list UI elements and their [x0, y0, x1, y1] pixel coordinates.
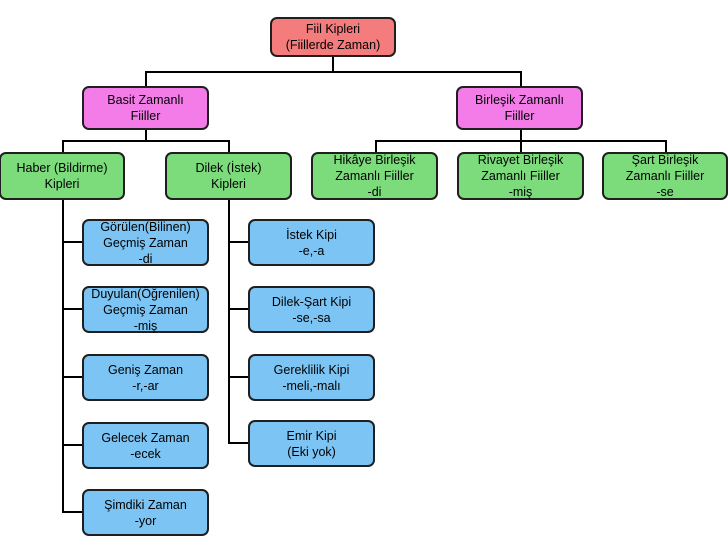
node-label-line1: Şimdiki Zaman [104, 497, 187, 512]
node-label-line3: -di [367, 185, 382, 199]
node-label-line2: Zamanlı Fiiller [625, 169, 705, 183]
node-genis-zaman: Geniş Zaman -r,-ar [82, 354, 209, 401]
node-label-line1: Hikâye Birleşik [333, 153, 416, 167]
connector-line [228, 241, 248, 243]
node-gelecek-zaman: Gelecek Zaman -ecek [82, 422, 209, 469]
node-label-line1: İstek Kipi [286, 227, 337, 242]
node-label-line2: Zamanlı Fiiller [335, 169, 414, 183]
node-sart-birlesik: Şart Birleşik Zamanlı Fiiller -se [602, 152, 728, 200]
connector-line [62, 511, 82, 513]
node-rivayet-birlesik: Rivayet Birleşik Zamanlı Fiiller -miş [457, 152, 584, 200]
node-label-line2: -meli,-malı [282, 378, 341, 393]
node-label-line1: Fiil Kipleri [305, 22, 361, 36]
node-dilek-sart-kipi: Dilek-Şart Kipi -se,-sa [248, 286, 375, 333]
node-basit-zamanli-fiiller: Basit Zamanlı Fiiller [82, 86, 209, 130]
connector-line [62, 376, 82, 378]
node-label-line1: Emir Kipi [286, 428, 337, 443]
connector-line [62, 444, 82, 446]
node-label-line1: Dilek (İstek) [195, 161, 262, 175]
connector-line [228, 308, 248, 310]
node-label-line2: Kipleri [44, 177, 80, 191]
node-label-line1: Duyulan(Öğrenilen) [91, 286, 200, 301]
connector-line [62, 308, 82, 310]
connector-line [62, 140, 230, 142]
connector-line [520, 71, 522, 87]
node-label-line1: Basit Zamanlı [107, 93, 184, 107]
node-duyulan-gecmis-zaman: Duyulan(Öğrenilen) Geçmiş Zaman -miş [82, 286, 209, 333]
node-label-line1: Rivayet Birleşik [477, 153, 564, 167]
connector-line [145, 71, 522, 73]
node-label-line1: Dilek-Şart Kipi [271, 294, 352, 309]
connector-line [228, 140, 230, 153]
node-dilek-kipleri: Dilek (İstek) Kipleri [165, 152, 292, 200]
node-label-line1: Haber (Bildirme) [16, 161, 108, 175]
node-label-line2: Geçmiş Zaman [103, 302, 188, 317]
connector-line [145, 129, 147, 141]
node-hikaye-birlesik: Hikâye Birleşik Zamanlı Fiiller -di [311, 152, 438, 200]
node-istek-kipi: İstek Kipi -e,-a [248, 219, 375, 266]
node-label-line3: -miş [133, 318, 158, 333]
node-label-line3: -se [656, 185, 674, 199]
node-haber-kipleri: Haber (Bildirme) Kipleri [0, 152, 125, 200]
node-label-line2: -ecek [130, 446, 161, 461]
connector-line [375, 140, 377, 153]
node-label-line1: Geniş Zaman [107, 362, 184, 377]
node-label-line2: Geçmiş Zaman [103, 235, 188, 250]
connector-line [520, 129, 522, 141]
node-label-line2: Zamanlı Fiiller [481, 169, 560, 183]
connector-line [62, 241, 82, 243]
connector-line [145, 71, 147, 87]
connector-line [62, 140, 64, 153]
node-label-line2: -r,-ar [132, 378, 159, 393]
node-label-line2: -e,-a [298, 243, 325, 258]
node-gorulen-gecmis-zaman: Görülen(Bilinen) Geçmiş Zaman -di [82, 219, 209, 266]
connector-line [228, 376, 248, 378]
node-label-line3: -di [138, 251, 153, 266]
node-label-line2: -se,-sa [292, 310, 331, 325]
connector-line [665, 140, 667, 153]
node-emir-kipi: Emir Kipi (Eki yok) [248, 420, 375, 467]
node-label-line1: Şart Birleşik [631, 153, 699, 167]
node-label-line1: Gereklilik Kipi [273, 362, 350, 377]
node-birlesik-zamanli-fiiller: Birleşik Zamanlı Fiiller [456, 86, 583, 130]
node-simdiki-zaman: Şimdiki Zaman -yor [82, 489, 209, 536]
node-fiil-kipleri: Fiil Kipleri (Fiillerde Zaman) [270, 17, 396, 57]
node-label-line2: (Fiillerde Zaman) [285, 38, 381, 52]
connector-line [228, 442, 248, 444]
connector-line [228, 199, 230, 444]
connector-line [332, 56, 334, 72]
node-label-line2: Fiiller [504, 109, 535, 123]
node-label-line2: (Eki yok) [287, 444, 336, 459]
connector-line [520, 140, 522, 153]
node-label-line3: -miş [508, 185, 533, 199]
node-gereklilik-kipi: Gereklilik Kipi -meli,-malı [248, 354, 375, 401]
node-label-line2: Fiiller [130, 109, 161, 123]
node-label-line1: Birleşik Zamanlı [475, 93, 564, 107]
node-label-line2: -yor [134, 513, 157, 528]
node-label-line1: Görülen(Bilinen) [100, 219, 191, 234]
node-label-line2: Kipleri [211, 177, 246, 191]
connector-line [62, 199, 64, 513]
node-label-line1: Gelecek Zaman [101, 430, 190, 445]
